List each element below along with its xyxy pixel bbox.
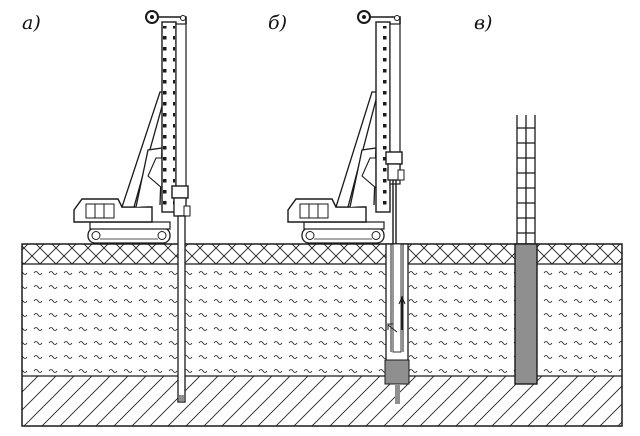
panel-label-b: б)	[268, 12, 288, 34]
rotary-head-a	[171, 185, 189, 199]
drilling-rig-b	[287, 10, 405, 244]
borehole-b	[384, 243, 410, 404]
rotary-head-b	[385, 151, 403, 165]
rebar-cage-c	[516, 115, 536, 244]
panel-label-c: в)	[474, 12, 493, 34]
panel-label-a: а)	[22, 12, 41, 34]
top-fill-layer	[22, 244, 622, 264]
casing-pipe-a	[177, 215, 186, 403]
pile-body-c	[514, 243, 538, 385]
flow-arrow-up	[398, 295, 406, 330]
finished-pile-c	[514, 115, 538, 385]
flow-arrow-left	[387, 323, 398, 333]
concrete-plug-b	[384, 359, 410, 385]
drilling-rig-a	[73, 10, 191, 244]
